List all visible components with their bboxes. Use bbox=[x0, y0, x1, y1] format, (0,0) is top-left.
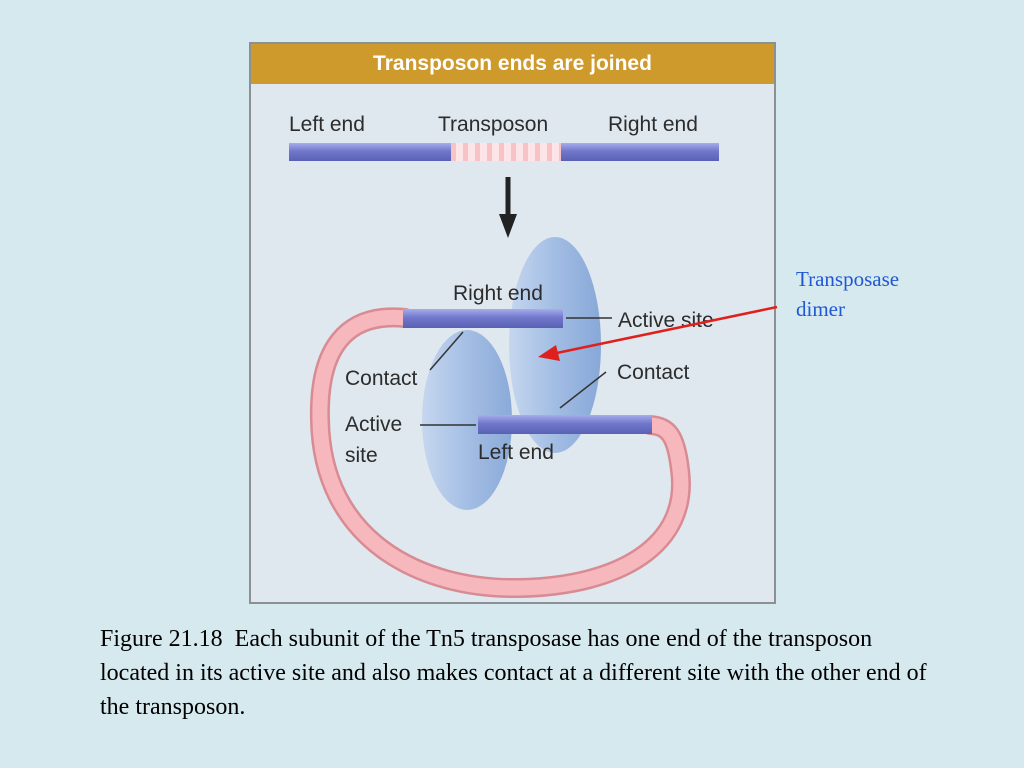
right-end-segment bbox=[561, 143, 719, 161]
complex-right-end-dna bbox=[403, 309, 563, 328]
label-right-end-top: Right end bbox=[608, 113, 698, 136]
label-active-site-left-line2: site bbox=[345, 444, 378, 467]
transposase-dimer-callout: Transposase dimer bbox=[796, 264, 899, 324]
transposase-subunit-right bbox=[509, 237, 601, 453]
transposase-subunit-left bbox=[422, 330, 512, 510]
complex-left-end-dna bbox=[478, 415, 652, 434]
leader-contact-left bbox=[429, 331, 464, 371]
label-transposon: Transposon bbox=[438, 113, 548, 136]
label-contact-right: Contact bbox=[617, 361, 690, 384]
down-arrow-icon bbox=[499, 177, 517, 238]
label-active-site-right: Active site bbox=[618, 309, 714, 332]
label-active-site-left-line1: Active bbox=[345, 413, 402, 436]
figure-title: Transposon ends are joined bbox=[251, 44, 774, 84]
top-dna-strand bbox=[289, 143, 719, 161]
callout-line2: dimer bbox=[796, 297, 845, 321]
callout-line1: Transposase bbox=[796, 267, 900, 291]
callout-arrow-icon bbox=[538, 305, 778, 361]
figure-caption: Figure 21.18 Each subunit of the Tn5 tra… bbox=[100, 626, 933, 720]
label-right-end-complex: Right end bbox=[453, 282, 543, 305]
left-end-segment bbox=[289, 143, 451, 161]
transposon-segment bbox=[451, 143, 561, 161]
label-left-end-complex: Left end bbox=[478, 441, 554, 464]
label-left-end: Left end bbox=[289, 113, 365, 136]
label-contact-left: Contact bbox=[345, 367, 418, 390]
leader-contact-right bbox=[559, 371, 607, 409]
